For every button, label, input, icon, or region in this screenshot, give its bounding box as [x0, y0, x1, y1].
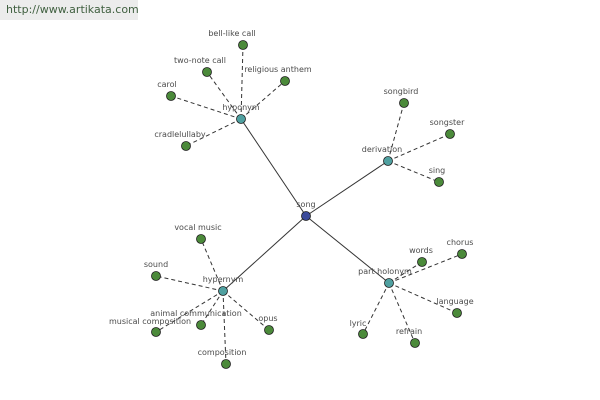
- edge-part-holonym-lyric: [362, 282, 390, 335]
- label-religious-anthem: religious anthem: [244, 65, 312, 74]
- label-refrain: refrain: [396, 327, 422, 336]
- label-songster: songster: [430, 118, 465, 127]
- edge-hyponym-religious-anthem: [240, 80, 286, 120]
- label-songbird: songbird: [384, 87, 419, 96]
- edge-song-hyponym: [240, 118, 307, 217]
- labels-layer: bell-like call two-note call religious ant…: [109, 29, 474, 357]
- label-hypernym: hypernym: [203, 275, 244, 284]
- node-chorus[interactable]: [457, 249, 467, 259]
- edge-part-holonym-chorus: [388, 253, 463, 284]
- node-derivation[interactable]: [383, 156, 393, 166]
- label-composition: composition: [198, 348, 247, 357]
- node-hypernym[interactable]: [218, 286, 228, 296]
- node-musical-composition[interactable]: [151, 327, 161, 337]
- edge-hyponym-cradlelullaby: [185, 118, 242, 147]
- node-part-holonym[interactable]: [384, 278, 394, 288]
- edges-layer: [155, 44, 463, 365]
- label-sing: sing: [429, 166, 446, 175]
- node-cradlelullaby[interactable]: [181, 141, 191, 151]
- node-songbird[interactable]: [399, 98, 409, 108]
- node-animal-communication[interactable]: [196, 320, 206, 330]
- label-derivation: derivation: [362, 145, 402, 154]
- node-composition[interactable]: [221, 359, 231, 369]
- label-song: song: [296, 200, 315, 209]
- edge-hypernym-animal-communication: [200, 290, 224, 326]
- edge-song-derivation: [305, 160, 389, 217]
- edge-derivation-sing: [387, 160, 440, 183]
- label-hyponym: hyponym: [222, 103, 260, 112]
- node-sing[interactable]: [434, 177, 444, 187]
- node-lyric[interactable]: [358, 329, 368, 339]
- edge-hypernym-musical-composition: [155, 290, 224, 333]
- edge-song-part-holonym: [305, 215, 390, 284]
- label-language: language: [436, 297, 473, 306]
- label-vocal-music: vocal music: [174, 223, 221, 232]
- node-bell-like-call[interactable]: [238, 40, 248, 50]
- node-songster[interactable]: [445, 129, 455, 139]
- edge-hypernym-sound: [155, 275, 224, 292]
- edge-derivation-songbird: [387, 102, 405, 162]
- edge-song-hypernym: [222, 215, 307, 292]
- node-words[interactable]: [417, 257, 427, 267]
- label-chorus: chorus: [447, 238, 474, 247]
- edge-hyponym-carol: [170, 95, 242, 120]
- edge-hypernym-composition: [222, 290, 227, 365]
- watermark-url: http://www.artikata.com: [0, 0, 139, 20]
- label-sound: sound: [144, 260, 168, 269]
- node-vocal-music[interactable]: [196, 234, 206, 244]
- label-part-holonym: part holonym: [358, 267, 412, 276]
- edge-derivation-songster: [387, 133, 451, 162]
- edge-hyponym-two-note-call: [206, 71, 242, 120]
- edge-hyponym-bell-like-call: [240, 44, 244, 120]
- node-song[interactable]: [301, 211, 311, 221]
- label-cradlelullaby: cradlelullaby: [154, 130, 206, 139]
- label-carol: carol: [157, 80, 177, 89]
- edge-hypernym-opus: [222, 290, 270, 331]
- label-two-note-call: two-note call: [174, 56, 226, 65]
- label-animal-communication: animal communication: [150, 309, 242, 318]
- node-refrain[interactable]: [410, 338, 420, 348]
- label-bell-like-call: bell-like call: [208, 29, 255, 38]
- node-carol[interactable]: [166, 91, 176, 101]
- label-words: words: [409, 246, 433, 255]
- node-language[interactable]: [452, 308, 462, 318]
- node-sound[interactable]: [151, 271, 161, 281]
- label-lyric: lyric: [350, 319, 367, 328]
- nodes-layer: [151, 40, 467, 369]
- node-religious-anthem[interactable]: [280, 76, 290, 86]
- edge-part-holonym-language: [388, 282, 458, 314]
- label-opus: opus: [258, 314, 277, 323]
- edge-hypernym-vocal-music: [200, 238, 224, 292]
- node-hyponym[interactable]: [236, 114, 246, 124]
- node-opus[interactable]: [264, 325, 274, 335]
- node-two-note-call[interactable]: [202, 67, 212, 77]
- edge-part-holonym-refrain: [388, 282, 416, 344]
- label-musical-composition: musical composition: [109, 317, 191, 326]
